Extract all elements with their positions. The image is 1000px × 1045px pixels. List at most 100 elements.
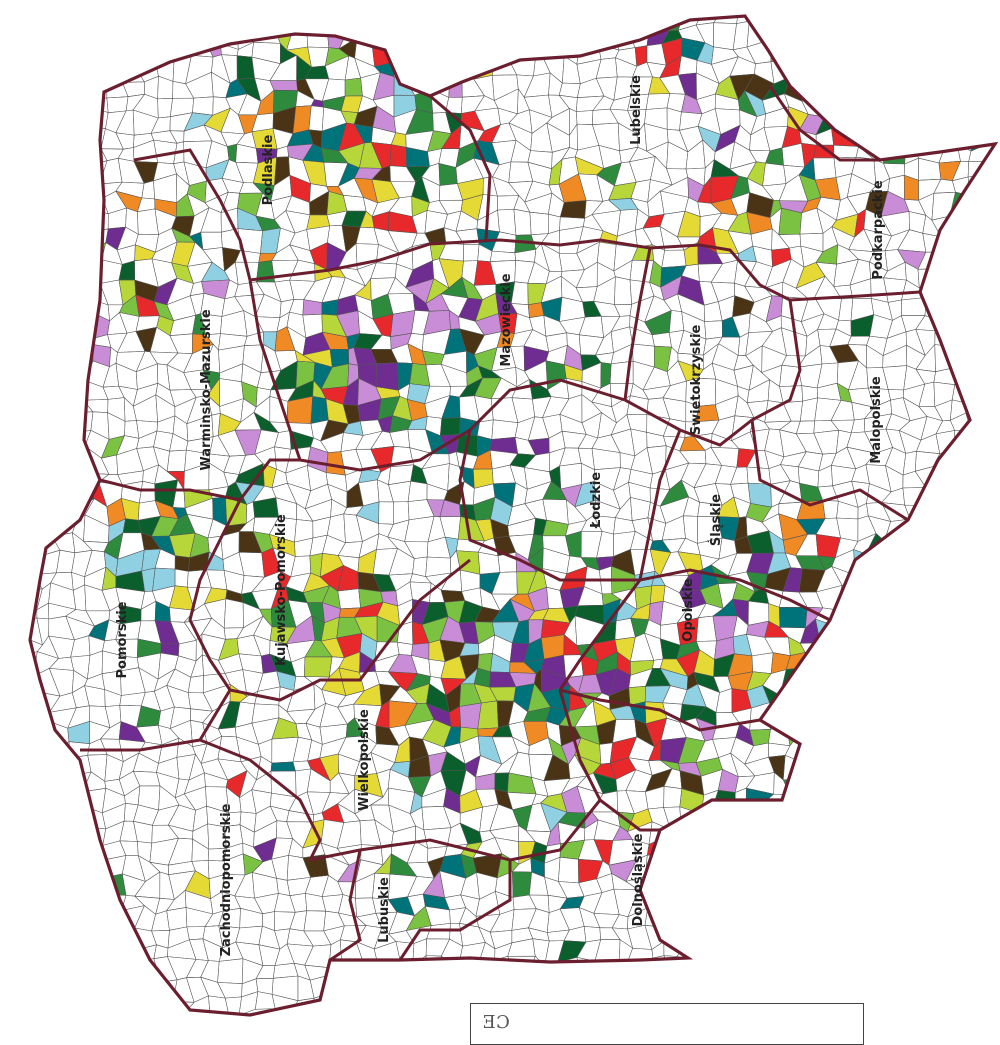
municipality-cell	[193, 97, 214, 115]
municipality-cell	[187, 927, 205, 940]
municipality-cell	[934, 922, 961, 944]
municipality-cell	[33, 743, 59, 761]
municipality-cell	[932, 583, 956, 610]
municipality-cell	[711, 872, 739, 890]
municipality-cell	[847, 638, 872, 658]
municipality-cell-colored	[779, 706, 801, 729]
municipality-cell	[993, 974, 1000, 999]
municipality-cell	[898, 956, 921, 981]
municipality-cell	[993, 217, 1000, 227]
municipality-cell	[922, 942, 939, 964]
municipality-cell	[908, 661, 922, 677]
municipality-cell	[104, 31, 125, 48]
municipality-cell	[492, 420, 518, 440]
municipality-cell	[868, 719, 885, 746]
region-label-pomorskie: Pomorskie	[115, 601, 130, 678]
municipality-cell	[973, 551, 990, 572]
municipality-cell	[956, 616, 975, 643]
municipality-cell	[133, 41, 159, 63]
municipality-cell	[882, 737, 902, 761]
municipality-cell	[935, 110, 959, 135]
municipality-cell	[14, 365, 33, 389]
municipality-cell	[883, 689, 904, 712]
municipality-cell	[849, 572, 876, 592]
municipality-cell	[15, 379, 32, 407]
municipality-cell	[922, 644, 936, 662]
municipality-cell	[528, 978, 548, 1002]
municipality-cell	[969, 362, 984, 384]
municipality-cell	[882, 8, 906, 30]
municipality-cell	[968, 538, 990, 553]
municipality-cell	[201, 232, 223, 250]
municipality-cell	[969, 601, 992, 621]
municipality-cell-colored	[818, 964, 833, 985]
municipality-cell	[967, 259, 995, 286]
municipality-cell	[65, 841, 89, 858]
municipality-cell	[902, 776, 924, 793]
municipality-cell	[48, 260, 75, 286]
municipality-cell	[14, 294, 39, 319]
region-label-podlaskie: Podlaskie	[261, 134, 276, 205]
municipality-cell	[782, 843, 807, 862]
municipality-cell	[864, 961, 892, 985]
municipality-cell	[816, 910, 836, 930]
municipality-cell	[903, 12, 927, 27]
municipality-cell	[373, 990, 396, 1017]
municipality-cell	[898, 710, 919, 730]
municipality-cell	[918, 838, 934, 863]
municipality-cell-colored	[995, 249, 1000, 267]
municipality-cell	[39, 515, 53, 537]
municipality-cell	[956, 567, 978, 592]
municipality-cell	[926, 484, 941, 506]
municipality-cell	[15, 792, 39, 813]
municipality-cell-colored	[904, 641, 923, 662]
municipality-cell-colored	[33, 225, 58, 245]
municipality-cell	[888, 583, 907, 603]
municipality-cell	[950, 656, 970, 679]
municipality-cell	[882, 637, 909, 661]
municipality-cell	[901, 788, 922, 809]
municipality-cell	[993, 480, 1000, 509]
municipality-cell-colored	[311, 396, 329, 423]
municipality-cell	[423, 14, 445, 29]
municipality-cell	[953, 957, 979, 973]
municipality-cell	[951, 778, 971, 796]
municipality-cell	[953, 906, 973, 925]
municipality-cell	[868, 771, 890, 793]
municipality-cell	[107, 97, 128, 113]
municipality-cell	[662, 889, 681, 917]
municipality-cell	[853, 688, 874, 711]
municipality-cell-colored	[852, 55, 874, 80]
municipality-cell	[932, 567, 956, 588]
municipality-cell	[155, 27, 178, 42]
municipality-cell	[937, 263, 956, 280]
municipality-cell-colored	[627, 10, 650, 32]
municipality-cell	[67, 827, 89, 846]
municipality-cell	[32, 364, 56, 390]
municipality-cell	[969, 684, 995, 711]
municipality-cell	[938, 6, 953, 26]
municipality-cell	[700, 961, 718, 984]
municipality-cell	[875, 585, 891, 603]
municipality-cell	[972, 957, 993, 974]
municipality-cell	[508, 48, 536, 58]
municipality-cell	[848, 667, 875, 688]
municipality-cell	[936, 74, 950, 95]
municipality-cell	[322, 996, 345, 1017]
municipality-cell	[354, 959, 378, 984]
municipality-cell	[763, 880, 786, 896]
municipality-cell	[869, 688, 886, 712]
municipality-cell	[968, 59, 994, 79]
municipality-cell	[395, 977, 416, 990]
municipality-cell	[52, 45, 77, 62]
municipality-cell	[543, 41, 567, 57]
municipality-cell	[89, 948, 108, 963]
municipality-cell	[886, 893, 910, 912]
municipality-cell	[951, 6, 972, 29]
municipality-cell-colored	[801, 55, 823, 84]
municipality-cell	[456, 975, 482, 994]
municipality-cell	[735, 803, 752, 830]
municipality-cell-colored	[831, 722, 859, 745]
municipality-cell	[887, 872, 910, 898]
municipality-cell	[898, 623, 924, 645]
